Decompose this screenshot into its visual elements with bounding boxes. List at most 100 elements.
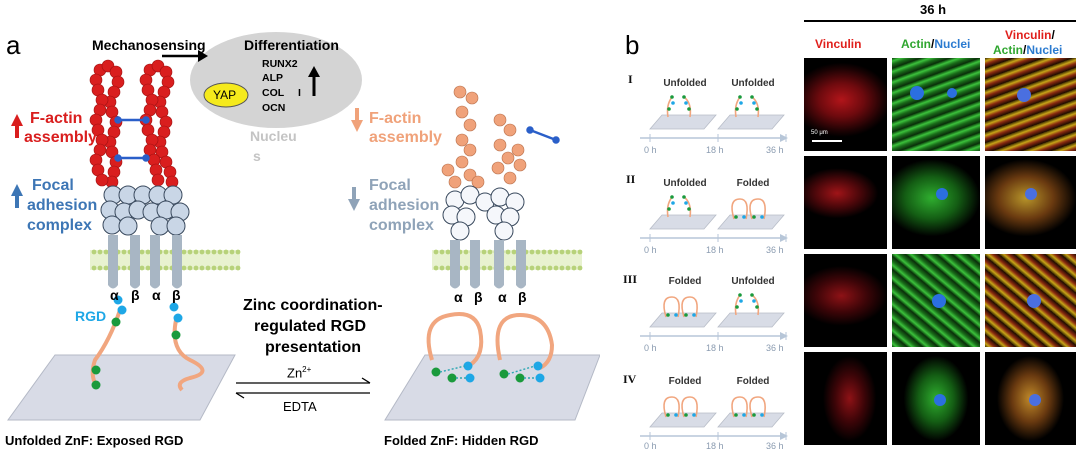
beta-left-1: β xyxy=(131,287,140,303)
row-iv-state-1: Folded xyxy=(668,376,702,387)
nucleus-spot xyxy=(1029,394,1041,406)
row-iv-tick-18h: 18 h xyxy=(706,441,724,451)
micro-iii-vinculin xyxy=(804,254,887,347)
panel-b-label: b xyxy=(625,30,640,60)
focal-left-up-arrow xyxy=(11,184,23,208)
col-merge-slash-1: / xyxy=(1051,28,1055,42)
row-iii-state-1: Folded xyxy=(668,276,702,287)
row-ii-tick-18h: 18 h xyxy=(706,245,724,255)
col-merge-nuclei: Nuclei xyxy=(1026,43,1063,57)
col-actin-text: Actin xyxy=(901,37,931,51)
gene-col: COL xyxy=(262,87,285,99)
nucleus-spot xyxy=(947,88,957,98)
factin-right-label-2: assembly xyxy=(369,129,442,146)
col-actin-slash: / xyxy=(931,37,935,51)
focal-right-label-2: adhesion xyxy=(369,197,440,214)
focal-right-label-3: complex xyxy=(369,217,434,234)
row-ii-state-2: Folded xyxy=(736,178,770,189)
substrate-left xyxy=(7,354,236,421)
time-header: 36 h xyxy=(920,2,947,17)
zn-label-text: Zn xyxy=(287,365,303,381)
gene-alp: ALP xyxy=(262,72,283,84)
row-ii-state-1: Unfolded xyxy=(663,178,707,189)
row-i-state-1: Unfolded xyxy=(663,78,707,89)
nucleus-spot xyxy=(932,294,946,308)
center-title-2: regulated RGD xyxy=(254,318,367,335)
gene-ocn: OCN xyxy=(262,102,286,114)
scale-bar-label: 50 μm xyxy=(811,130,828,136)
nucleus-spot xyxy=(910,86,924,100)
factin-left-label-1: F-actin xyxy=(30,110,83,127)
scale-bar xyxy=(812,140,842,142)
beta-right-1: β xyxy=(474,289,483,305)
time-header-line xyxy=(804,20,1076,22)
col-merge-vinculin: Vinculin xyxy=(1005,28,1052,42)
micro-i-merge xyxy=(985,58,1076,151)
col-merge-header-2: Actin/Nuclei xyxy=(993,43,1062,57)
focal-left-label-2: adhesion xyxy=(27,197,98,214)
row-label-ii: II xyxy=(626,172,636,186)
alpha-left-1: α xyxy=(110,287,119,303)
nucleus-spot xyxy=(1017,88,1031,102)
factin-right-down-arrow xyxy=(351,108,363,132)
nucleus-label-s: s xyxy=(253,148,261,164)
micro-ii-actin xyxy=(892,156,980,249)
factin-left-up-arrow xyxy=(11,114,23,138)
focal-left-label-1: Focal xyxy=(32,177,74,194)
roman-i-label: I xyxy=(298,87,301,99)
zn-label: Zn2+ xyxy=(287,365,311,380)
row-iii-state-2: Unfolded xyxy=(731,276,775,287)
factin-left-chains xyxy=(89,59,179,189)
nucleus-spot xyxy=(936,188,948,200)
row-iii-tick-36h: 36 h xyxy=(766,343,784,353)
row-label-iv: IV xyxy=(623,372,637,386)
micro-i-vinculin: 50 μm xyxy=(804,58,887,151)
focal-right-label-1: Focal xyxy=(369,177,411,194)
edta-label: EDTA xyxy=(283,399,317,414)
micro-ii-vinculin xyxy=(804,156,887,249)
focal-adhesion-right xyxy=(442,185,525,241)
col-merge-header-1: Vinculin/ xyxy=(1005,28,1055,42)
nucleus-label: Nucleu xyxy=(250,128,297,144)
yap-shape xyxy=(203,82,249,108)
row-i-tick-36h: 36 h xyxy=(766,145,784,155)
row-iv-tick-36h: 36 h xyxy=(766,441,784,451)
micro-ii-merge xyxy=(985,156,1076,249)
row-label-i: I xyxy=(628,72,633,86)
row-i-tick-0h: 0 h xyxy=(644,145,657,155)
row-iv-tick-0h: 0 h xyxy=(644,441,657,451)
micro-iii-merge xyxy=(985,254,1076,347)
row-label-iii: III xyxy=(623,272,638,286)
factin-left-label-2: assembly xyxy=(24,129,97,146)
row-iii-tick-18h: 18 h xyxy=(706,343,724,353)
panel-a-label: a xyxy=(6,30,21,60)
row-ii-tick-36h: 36 h xyxy=(766,245,784,255)
focal-right-down-arrow xyxy=(348,187,360,211)
micro-iii-actin xyxy=(892,254,980,347)
nucleus-spot xyxy=(1025,188,1037,200)
mechanosensing-label: Mechanosensing xyxy=(92,37,206,53)
col-merge-actin: Actin xyxy=(993,43,1023,57)
caption-right: Folded ZnF: Hidden RGD xyxy=(384,433,539,448)
row-iii-tick-0h: 0 h xyxy=(644,343,657,353)
beta-right-2: β xyxy=(518,289,527,305)
micro-iv-vinculin xyxy=(804,352,887,445)
row-iv-state-2: Folded xyxy=(736,376,770,387)
micro-iv-merge xyxy=(985,352,1076,445)
factin-right-label-1: F-actin xyxy=(369,110,422,127)
focal-left-label-3: complex xyxy=(27,217,92,234)
col-actin-nuclei-header: Actin/Nuclei xyxy=(901,37,970,51)
row-ii-tick-0h: 0 h xyxy=(644,245,657,255)
col-vinculin-header: Vinculin xyxy=(815,37,862,51)
panel-a-illustration xyxy=(7,32,600,421)
center-title-3: presentation xyxy=(265,339,362,356)
caption-left: Unfolded ZnF: Exposed RGD xyxy=(5,433,184,448)
row-i-tick-18h: 18 h xyxy=(706,145,724,155)
rgd-label: RGD xyxy=(75,308,107,324)
yap-label: YAP xyxy=(213,88,237,102)
gene-runx2: RUNX2 xyxy=(262,58,298,70)
nucleus-spot xyxy=(934,394,946,406)
center-title-1: Zinc coordination- xyxy=(243,297,383,314)
zn-label-sup: 2+ xyxy=(302,365,312,374)
col-merge-slash-2: / xyxy=(1023,43,1027,57)
